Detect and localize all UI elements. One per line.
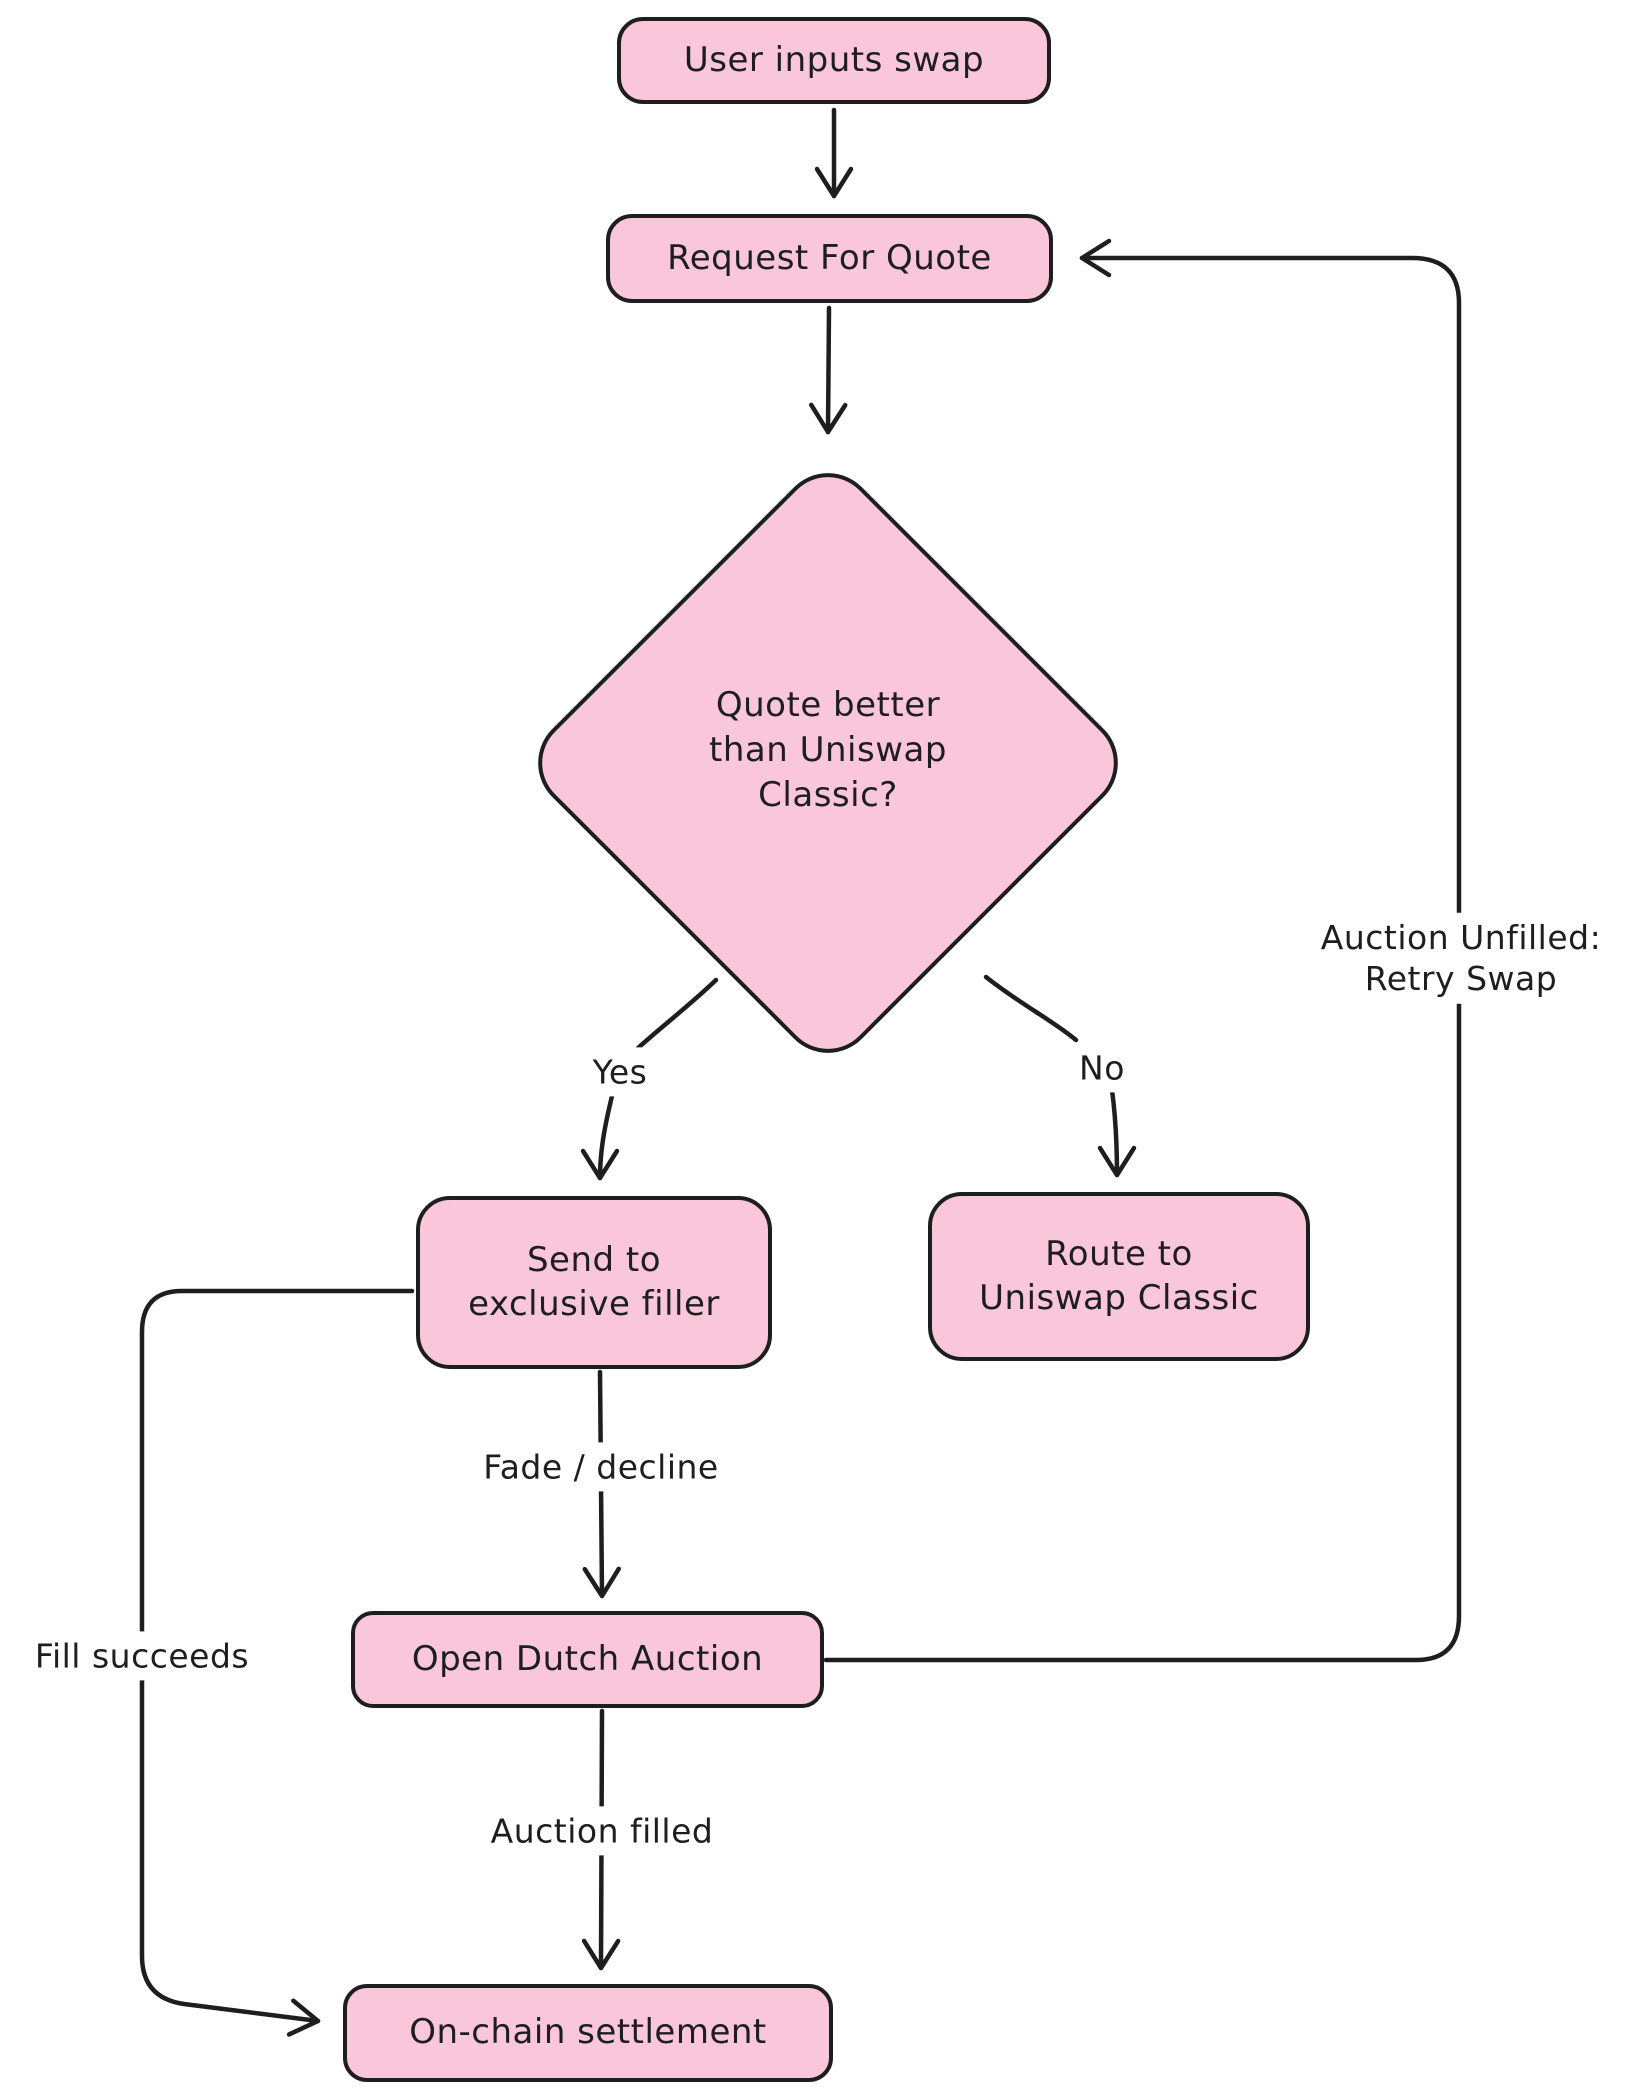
node-open-dutch-auction-label: Open Dutch Auction [411, 1638, 764, 1679]
edge-label-auction-unfilled: Auction Unfilled: Retry Swap [1310, 912, 1612, 1004]
node-route-to-uniswap-classic: Route to Uniswap Classic [928, 1192, 1310, 1361]
node-user-inputs-swap: User inputs swap [617, 17, 1051, 104]
edge-no-arrow [1097, 1087, 1137, 1178]
node-on-chain-settlement-label: On-chain settlement [409, 2012, 767, 2053]
edge-yes-upper [635, 977, 719, 1051]
edge-auction-unfilled-loop [823, 238, 1462, 1663]
edge-label-auction-filled: Auction filled [480, 1806, 724, 1856]
node-on-chain-settlement: On-chain settlement [343, 1984, 833, 2082]
node-user-inputs-swap-label: User inputs swap [683, 39, 985, 80]
node-request-for-quote-label: Request For Quote [667, 237, 992, 278]
node-decision-quote-better-label: Quote better than Uniswap Classic? [709, 685, 947, 815]
edge-label-no: No [1069, 1043, 1135, 1093]
edge-label-fade-decline: Fade / decline [473, 1442, 729, 1492]
node-send-to-exclusive-filler: Send to exclusive filler [416, 1196, 772, 1369]
node-request-for-quote: Request For Quote [606, 214, 1053, 303]
edge-rfq-to-decision [808, 305, 848, 435]
edge-label-yes: Yes [582, 1047, 658, 1097]
edge-label-fill-succeeds: Fill succeeds [24, 1631, 260, 1681]
edge-no-upper [983, 974, 1079, 1043]
edge-yes-arrow [580, 1093, 620, 1181]
node-open-dutch-auction: Open Dutch Auction [351, 1611, 824, 1708]
